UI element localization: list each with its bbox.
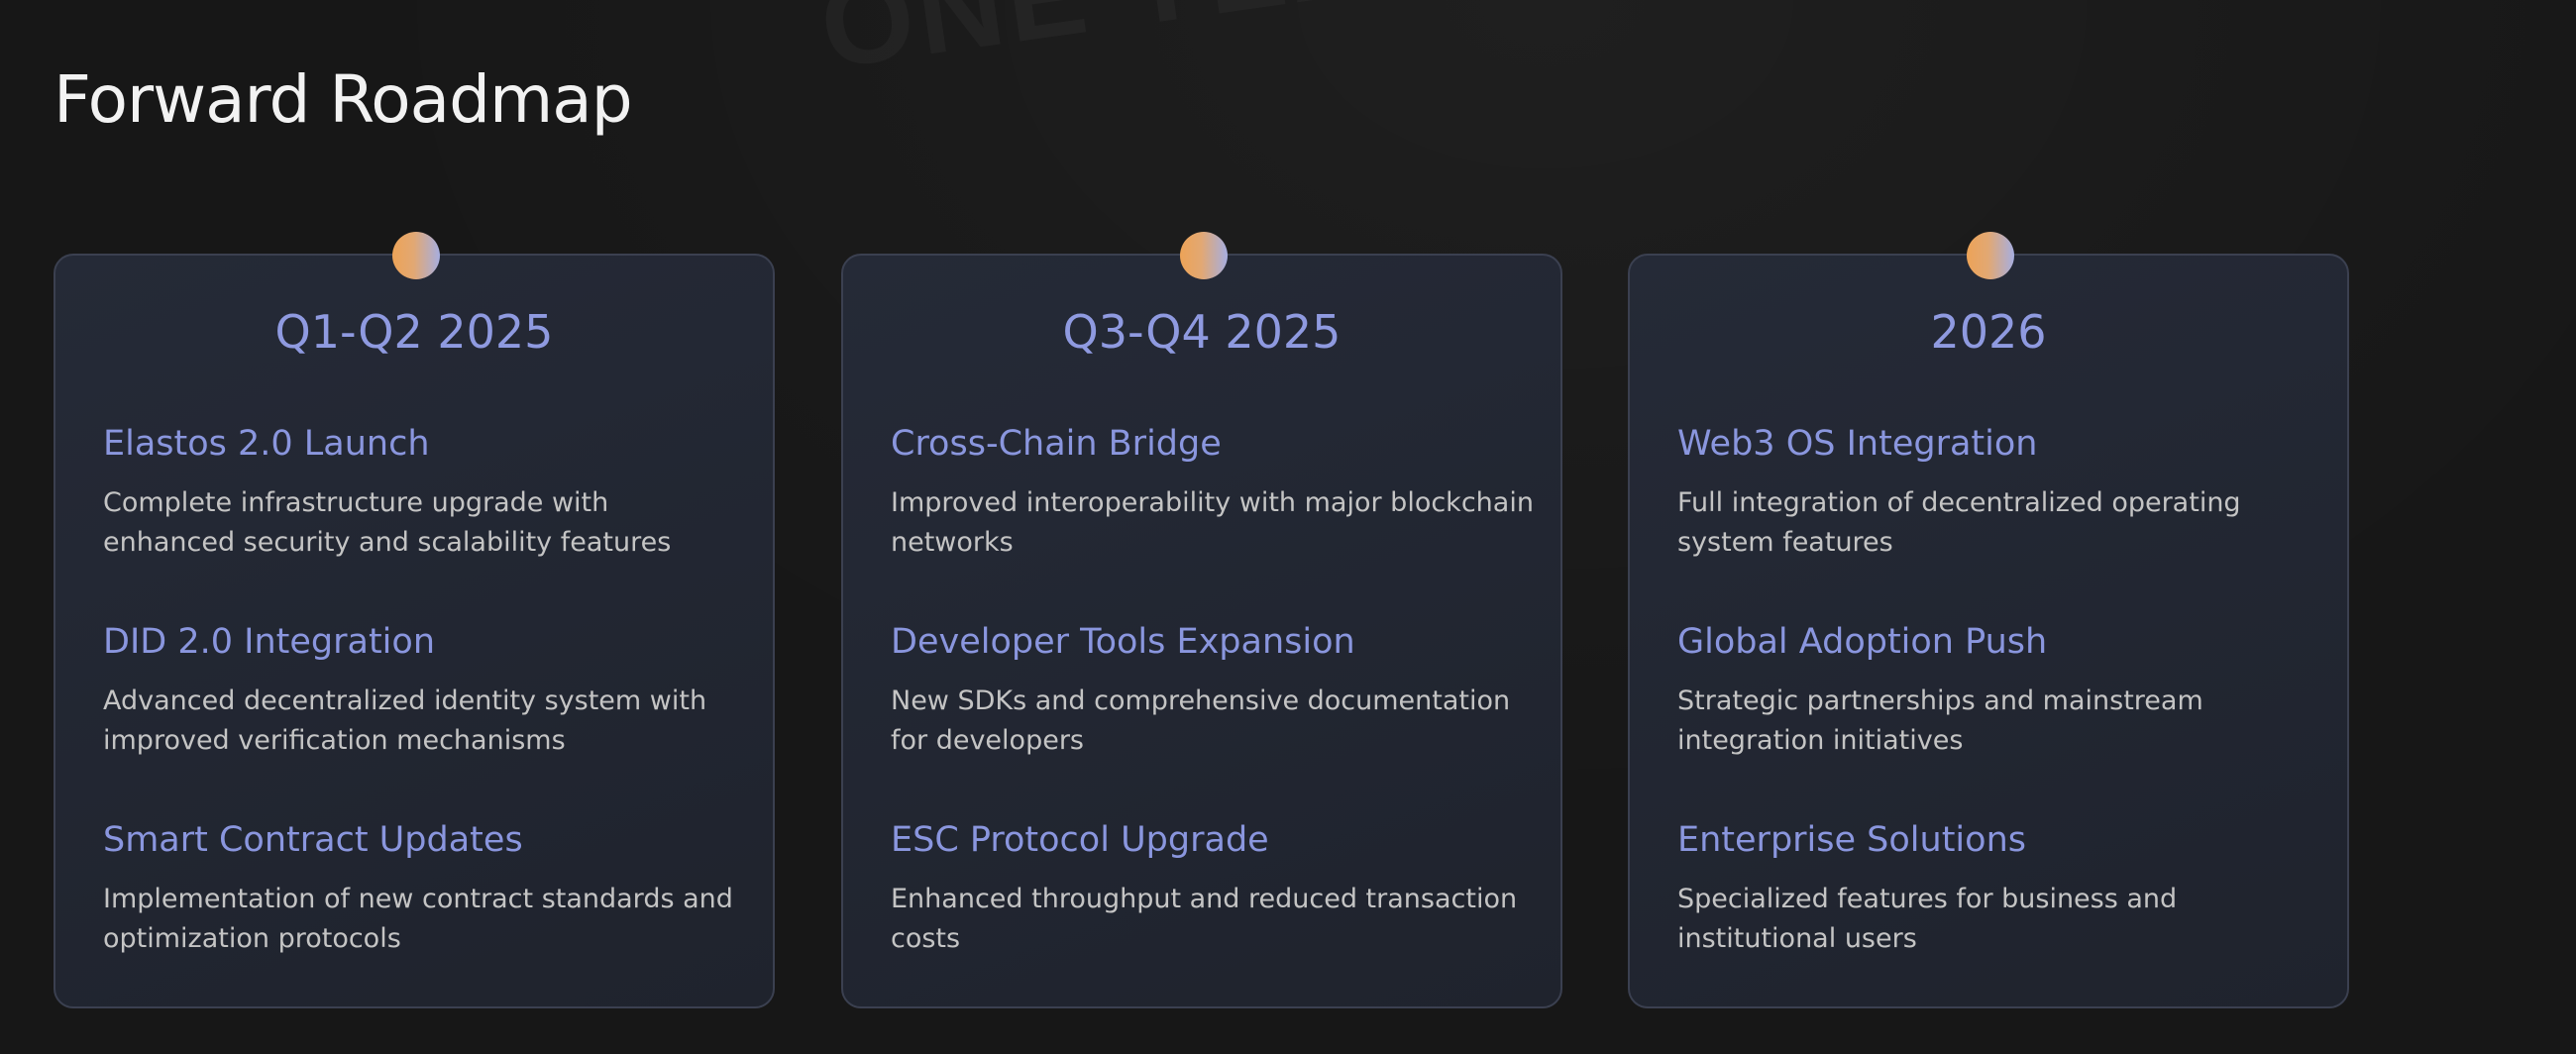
timeline-dot-icon (1180, 232, 1228, 279)
roadmap-item-title: Smart Contract Updates (103, 820, 523, 860)
roadmap-item-description: Implementation of new contract standards… (103, 884, 733, 954)
timeline-dot-icon (392, 232, 440, 279)
roadmap-item-description: Complete infrastructure upgrade with enh… (103, 487, 672, 558)
roadmap-card-q1-q2-2025: Q1-Q2 2025 Elastos 2.0 Launch Complete i… (54, 232, 775, 1008)
roadmap-item-description: Improved interoperability with major blo… (891, 487, 1534, 558)
roadmap-item: Smart Contract Updates Implementation of… (103, 818, 747, 959)
roadmap-item: Cross-Chain Bridge Improved interoperabi… (891, 422, 1535, 563)
timeline-dot-icon (1967, 232, 2014, 279)
roadmap-item-description: Specialized features for business and in… (1677, 884, 2178, 954)
roadmap-item-description: Advanced decentralized identity system w… (103, 685, 707, 756)
roadmap-item-title: Elastos 2.0 Launch (103, 424, 430, 464)
card-period-title: 2026 (1930, 305, 2047, 359)
roadmap-item-description: Full integration of decentralized operat… (1677, 487, 2241, 558)
roadmap-item-title: Enterprise Solutions (1677, 820, 2026, 860)
roadmap-item-title: DID 2.0 Integration (103, 622, 435, 662)
roadmap-item: Enterprise Solutions Specialized feature… (1677, 818, 2321, 959)
background-watermark: ONE YEAR ANNIVERSARY 2 0 (812, 0, 2576, 96)
roadmap-item-title: Cross-Chain Bridge (891, 424, 1222, 464)
roadmap-item: DID 2.0 Integration Advanced decentraliz… (103, 620, 747, 761)
card-period-title: Q3-Q4 2025 (1062, 305, 1342, 359)
page-title: Forward Roadmap (54, 61, 633, 138)
roadmap-item-description: Enhanced throughput and reduced transact… (891, 884, 1518, 954)
roadmap-item-title: Global Adoption Push (1677, 622, 2048, 662)
roadmap-item-title: Developer Tools Expansion (891, 622, 1355, 662)
card-period-title: Q1-Q2 2025 (274, 305, 554, 359)
roadmap-item: Elastos 2.0 Launch Complete infrastructu… (103, 422, 747, 563)
roadmap-item: ESC Protocol Upgrade Enhanced throughput… (891, 818, 1535, 959)
roadmap-item: Developer Tools Expansion New SDKs and c… (891, 620, 1535, 761)
roadmap-item: Global Adoption Push Strategic partnersh… (1677, 620, 2321, 761)
roadmap-item-title: ESC Protocol Upgrade (891, 820, 1269, 860)
roadmap-item-title: Web3 OS Integration (1677, 424, 2038, 464)
roadmap-item-description: New SDKs and comprehensive documentation… (891, 685, 1511, 756)
roadmap-card-2026: 2026 Web3 OS Integration Full integratio… (1628, 232, 2349, 1008)
roadmap-item-description: Strategic partnerships and mainstream in… (1677, 685, 2203, 756)
roadmap-card-q3-q4-2025: Q3-Q4 2025 Cross-Chain Bridge Improved i… (841, 232, 1562, 1008)
roadmap-item: Web3 OS Integration Full integration of … (1677, 422, 2321, 563)
